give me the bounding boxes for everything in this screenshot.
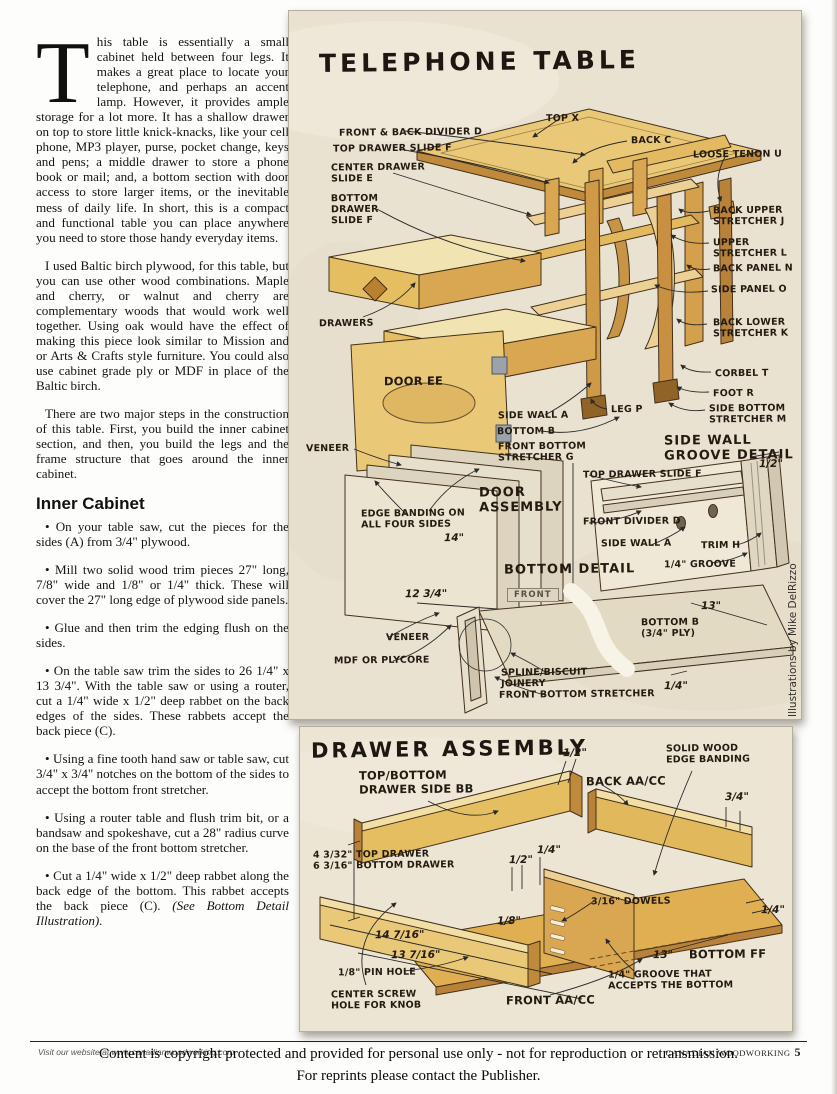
illustrator-credit: Illustrations by Mike DelRizzo <box>787 563 799 717</box>
dim-three-quarter-inch: 3/4" <box>724 790 749 804</box>
dim-eighth-inch: 1/8" <box>496 914 521 928</box>
label-upper-stretcher: UPPER STRETCHER L <box>712 237 788 260</box>
label-back-panel: BACK PANEL N <box>712 262 793 275</box>
carcass <box>526 157 734 420</box>
label-top-drawer-slide: TOP DRAWER SLIDE F <box>332 142 452 155</box>
label-side-wall-a-detail: SIDE WALL A <box>600 537 672 550</box>
footer-rule <box>30 1041 807 1042</box>
label-foot: FOOT R <box>712 387 755 400</box>
leader-lines <box>361 770 693 996</box>
bullet-item: • Using a fine tooth hand saw or table s… <box>36 751 289 797</box>
label-drawers: DRAWERS <box>318 317 374 330</box>
dim-half-inch: 1/2" <box>758 457 783 471</box>
drawer-boards <box>319 770 783 996</box>
bullet-item: • On the table saw trim the sides to 26 … <box>36 663 289 739</box>
drop-cap: T <box>36 25 90 122</box>
drawer-assembly-illustration <box>300 727 792 1031</box>
label-front-bottom-stretcher: FRONT BOTTOM STRETCHER <box>498 688 655 701</box>
label-front-aacc: FRONT AA/CC <box>505 992 596 1008</box>
bullet-item: • Cut a 1/4" wide x 1/2" deep rabbet alo… <box>36 868 289 928</box>
label-front-divider: FRONT DIVIDER D <box>582 515 681 528</box>
bottom-detail-illustration <box>456 583 794 714</box>
label-side-panel: SIDE PANEL O <box>710 283 787 296</box>
heading-bottom-detail: BOTTOM DETAIL <box>503 561 636 578</box>
label-veneer-top: VENEER <box>305 442 350 455</box>
label-edge-banding: EDGE BANDING ON ALL FOUR SIDES <box>360 507 466 531</box>
side-wall-groove-detail <box>590 451 790 592</box>
dim-13-inch: 13" <box>700 599 722 613</box>
heading-door-assembly: DOOR ASSEMBLY <box>478 484 563 516</box>
label-bottom-b: BOTTOM B <box>496 425 556 438</box>
label-dowels: 3/16" DOWELS <box>590 895 671 908</box>
bullet-item: • Using a router table and flush trim bi… <box>36 809 289 855</box>
label-bottom-ff: BOTTOM FF <box>688 946 767 962</box>
bullet-item: • Mill two solid wood trim pieces 27" lo… <box>36 561 289 608</box>
page-number: 5 <box>794 1045 801 1059</box>
label-bottom-b-ply: BOTTOM B (3/4" PLY) <box>640 616 700 640</box>
copyright-watermark-line2: For reprints please contact the Publishe… <box>296 1068 541 1084</box>
label-center-drawer-slide: CENTER DRAWER SLIDE E <box>330 161 426 185</box>
label-front-bottom-stretcher-g: FRONT BOTTOM STRETCHER G <box>497 440 587 464</box>
label-spline-biscuit: SPLINE/BISCUIT JOINERY <box>500 666 588 690</box>
label-drawer-heights: 4 3/32" TOP DRAWER 6 3/16" BOTTOM DRAWER <box>312 848 455 872</box>
door-illustration <box>350 330 512 472</box>
dimension-lines <box>329 758 771 1000</box>
dim-14-inch: 14" <box>443 531 465 545</box>
label-back-upper-stretcher: BACK UPPER STRETCHER J <box>712 204 785 228</box>
label-top-drawer-slide-detail: TOP DRAWER SLIDE F <box>582 468 702 481</box>
label-quarter-groove: 1/4" GROOVE <box>663 558 737 571</box>
bullet-italic-note: (See Bottom Detail Illustration). <box>36 897 289 928</box>
label-top-bottom-drawer-side: TOP/BOTTOM DRAWER SIDE BB <box>358 767 474 797</box>
dim-quarter-inch-1: 1/4" <box>536 843 561 857</box>
dim-12-34-inch: 12 3/4" <box>404 587 448 601</box>
label-back-lower-stretcher: BACK LOWER STRETCHER K <box>712 316 789 340</box>
label-corbel: CORBEL T <box>714 367 769 380</box>
dim-14-716: 14 7/16" <box>374 928 425 942</box>
bullet-text: • Cut a 1/4" wide x 1/2" deep rabbet alo… <box>36 867 289 913</box>
label-groove-accepts-bottom: 1/4" GROOVE THAT ACCEPTS THE BOTTOM <box>607 968 734 992</box>
paragraph-woods: I used Baltic birch plywood, for this ta… <box>36 257 289 394</box>
label-leg: LEG P <box>610 403 643 416</box>
dim-13-inch: 13" <box>652 948 674 962</box>
label-back-c: BACK C <box>630 134 672 147</box>
label-back-aacc: BACK AA/CC <box>585 773 666 789</box>
leader-lines <box>353 118 762 696</box>
label-center-screw-hole: CENTER SCREW HOLE FOR KNOB <box>330 988 422 1012</box>
label-veneer-bottom: VENEER <box>385 631 430 644</box>
telephone-table-diagram: TELEPHONE TABLE FRONT & BACK DIVIDER D T… <box>288 10 802 720</box>
label-side-wall-a: SIDE WALL A <box>497 409 569 422</box>
label-front-back-divider: FRONT & BACK DIVIDER D <box>338 126 483 139</box>
drawer-assembly-diagram: DRAWER ASSEMBLY 1/2" SOLID WOOD EDGE BAN… <box>299 726 793 1032</box>
label-door: DOOR EE <box>383 373 444 389</box>
diagram-title: DRAWER ASSEMBLY <box>310 735 589 763</box>
front-tag: FRONT <box>507 588 559 602</box>
paragraph-text: his table is essentially a small cabinet… <box>36 34 289 245</box>
section-heading-inner-cabinet: Inner Cabinet <box>36 494 145 514</box>
label-loose-tenon: LOOSE TENON U <box>692 148 783 161</box>
label-pin-hole: 1/8" PIN HOLE <box>337 966 416 979</box>
label-side-bottom-stretcher: SIDE BOTTOM STRETCHER M <box>708 402 787 426</box>
dim-quarter-inch: 1/4" <box>663 679 688 693</box>
bullet-item: • On your table saw, cut the pieces for … <box>36 518 289 549</box>
label-top-x: TOP X <box>545 112 580 125</box>
dim-quarter-inch-2: 1/4" <box>760 903 785 917</box>
label-mdf-plycore: MDF OR PLYCORE <box>333 654 430 667</box>
copyright-watermark-line1: Content is copyright protected and provi… <box>98 1046 739 1062</box>
dim-half-inch: 1/2" <box>562 746 587 760</box>
footer-website: Visit our website at www.canadianwoodwor… <box>38 1047 235 1057</box>
dim-13-716: 13 7/16" <box>390 948 441 962</box>
dim-half-inch-2: 1/2" <box>508 853 533 867</box>
label-trim-h: TRIM H <box>700 539 741 552</box>
bullet-item: • Glue and then trim the edging flush on… <box>36 620 289 651</box>
label-bottom-drawer-slide: BOTTOM DRAWER SLIDE F <box>330 192 379 227</box>
magazine-name: CANADIAN WOODWORKING <box>665 1048 791 1058</box>
diagram-title: TELEPHONE TABLE <box>318 45 641 78</box>
paragraph-steps: There are two major steps in the constru… <box>36 406 289 482</box>
label-solid-wood-edge-banding: SOLID WOOD EDGE BANDING <box>665 742 751 766</box>
